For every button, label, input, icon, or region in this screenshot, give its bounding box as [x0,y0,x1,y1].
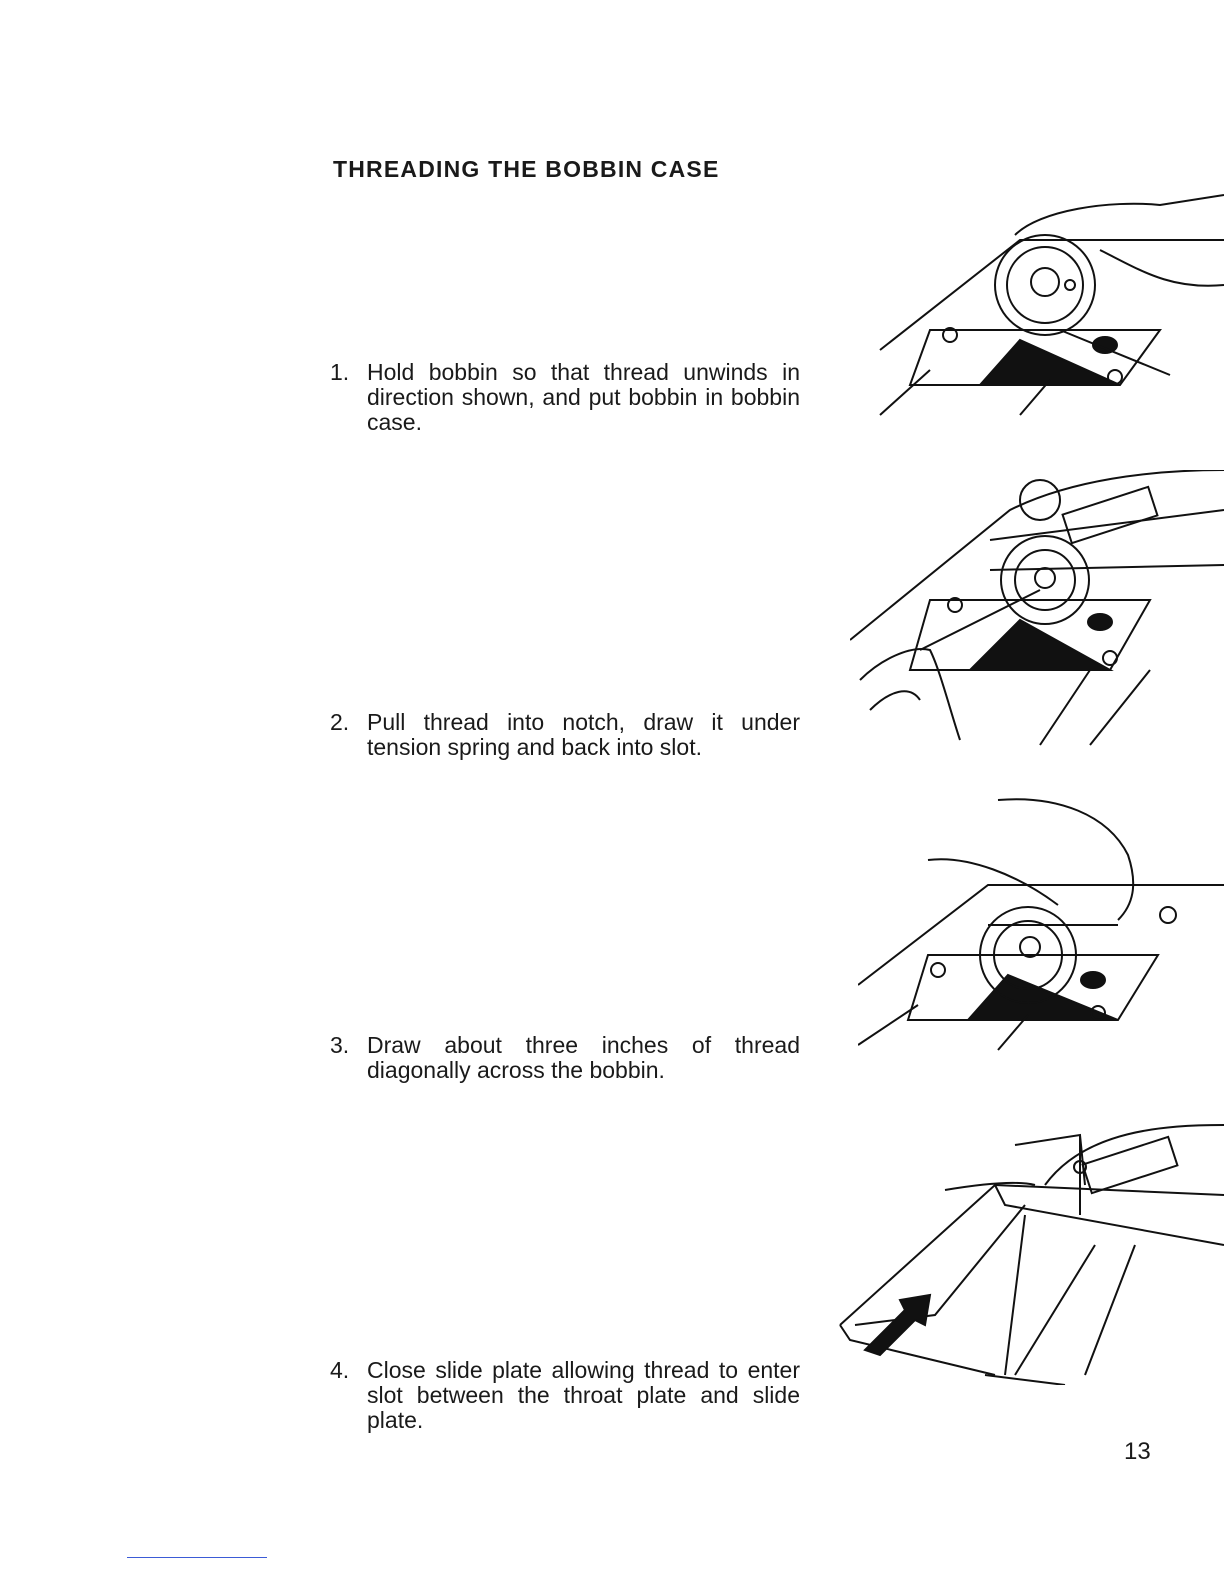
thread-notch-illustration [850,470,1224,746]
step-number: 3. [330,1032,350,1058]
step-text: Close slide plate allowing thread to ent… [367,1357,800,1433]
step-4: 4. Close slide plate allowing thread to … [330,1358,800,1433]
step-text: Pull thread into notch, draw it under te… [367,709,800,760]
step-number: 4. [330,1357,350,1383]
bobbin-insert-illustration [879,194,1224,416]
footer-rule [127,1557,267,1558]
step-1: 1. Hold bobbin so that thread unwinds in… [330,360,800,435]
step-text: Hold bobbin so that thread unwinds in di… [367,359,800,435]
step-number: 1. [330,359,350,385]
step-number: 2. [330,709,350,735]
step-2: 2. Pull thread into notch, draw it under… [330,710,800,760]
page-title: THREADING THE BOBBIN CASE [333,156,720,182]
page-number: 13 [1124,1438,1151,1465]
slide-plate-illustration [839,1124,1224,1385]
step-3: 3. Draw about three inches of thread dia… [330,1033,800,1083]
step-text: Draw about three inches of thread diagon… [367,1032,800,1083]
thread-diagonal-illustration [858,798,1224,1051]
